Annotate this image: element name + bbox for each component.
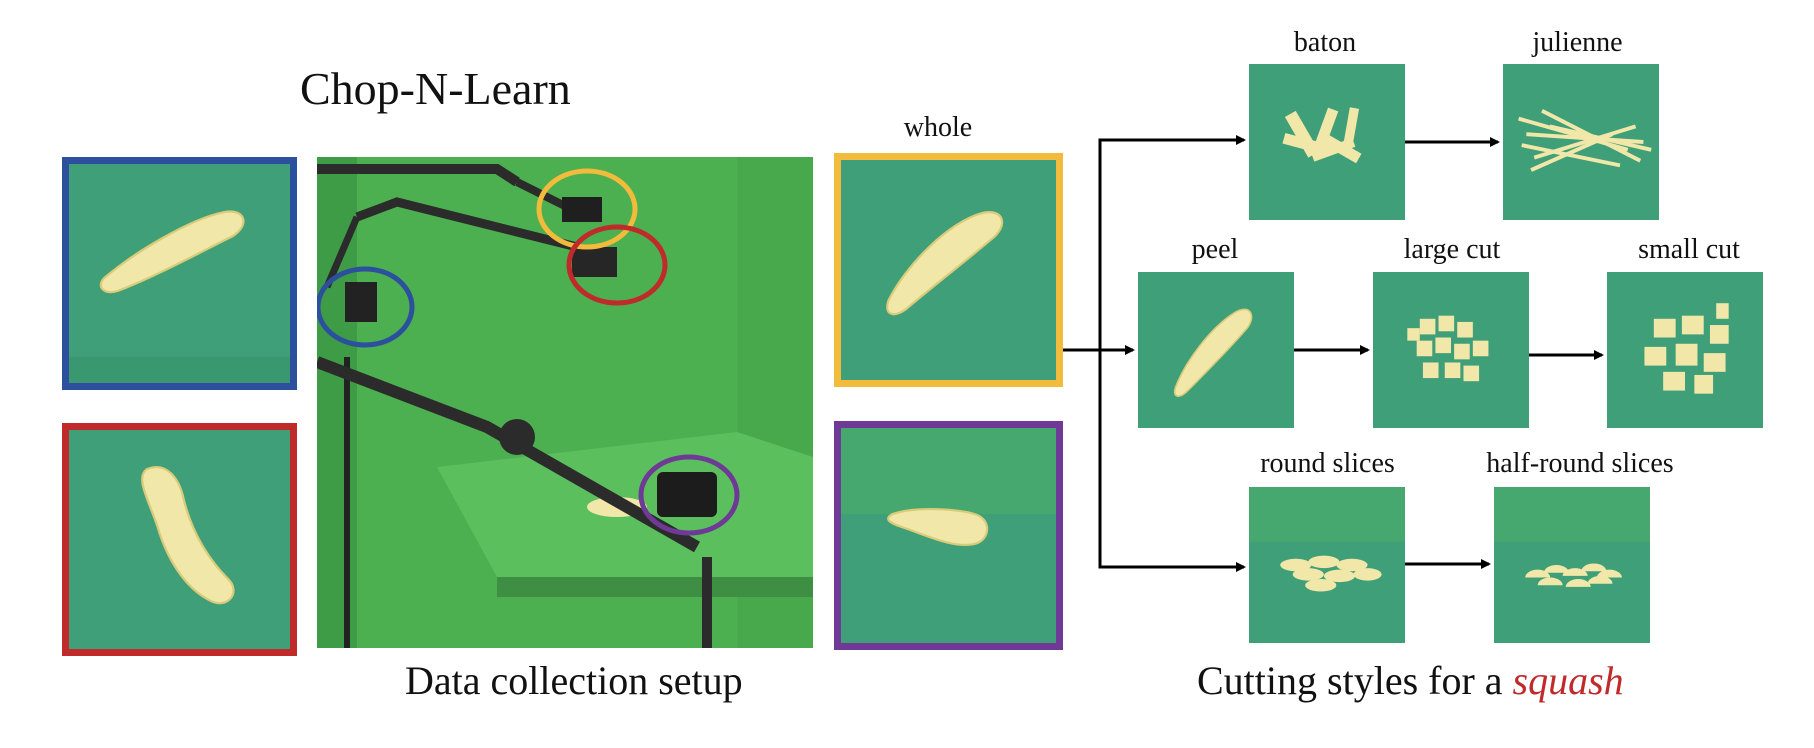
- setup-photo: [317, 157, 813, 648]
- small-cut-photo: [1607, 272, 1763, 428]
- julienne-photo: [1503, 64, 1659, 220]
- half-round-slices-photo: [1494, 487, 1650, 643]
- setup-caption: Data collection setup: [405, 658, 743, 703]
- arrow-to-baton: [1063, 135, 1246, 352]
- label-peel: peel: [1191, 234, 1239, 265]
- side-view-photo: [841, 428, 1056, 643]
- figure-title: Chop-N-Learn: [300, 63, 571, 114]
- styles-caption: Cutting styles for a squash: [1197, 657, 1624, 704]
- peel-photo: [1138, 272, 1294, 428]
- purple-camera-view: [834, 421, 1063, 650]
- label-half-round-slices: half-round slices: [1486, 448, 1674, 479]
- yellow-camera-view: [834, 153, 1063, 387]
- label-round-slices: round slices: [1260, 448, 1395, 479]
- blue-camera-view: [62, 157, 297, 390]
- label-whole: whole: [903, 112, 973, 143]
- top-view-photo: [69, 164, 290, 383]
- whole-squash-photo: [841, 160, 1056, 380]
- top-view-photo: [69, 430, 290, 649]
- label-julienne: julienne: [1532, 27, 1623, 58]
- label-small-cut: small cut: [1638, 234, 1740, 265]
- label-baton: baton: [1293, 27, 1357, 58]
- styles-caption-object: squash: [1512, 658, 1624, 703]
- round-slices-photo: [1249, 487, 1405, 643]
- red-camera-view: [62, 423, 297, 656]
- camera-rig-illustration: [317, 157, 813, 648]
- label-large-cut: large cut: [1403, 234, 1501, 265]
- baton-photo: [1249, 64, 1405, 220]
- large-cut-photo: [1373, 272, 1529, 428]
- styles-caption-prefix: Cutting styles for a: [1197, 658, 1513, 703]
- arrow-to-round-slices: [1098, 350, 1246, 572]
